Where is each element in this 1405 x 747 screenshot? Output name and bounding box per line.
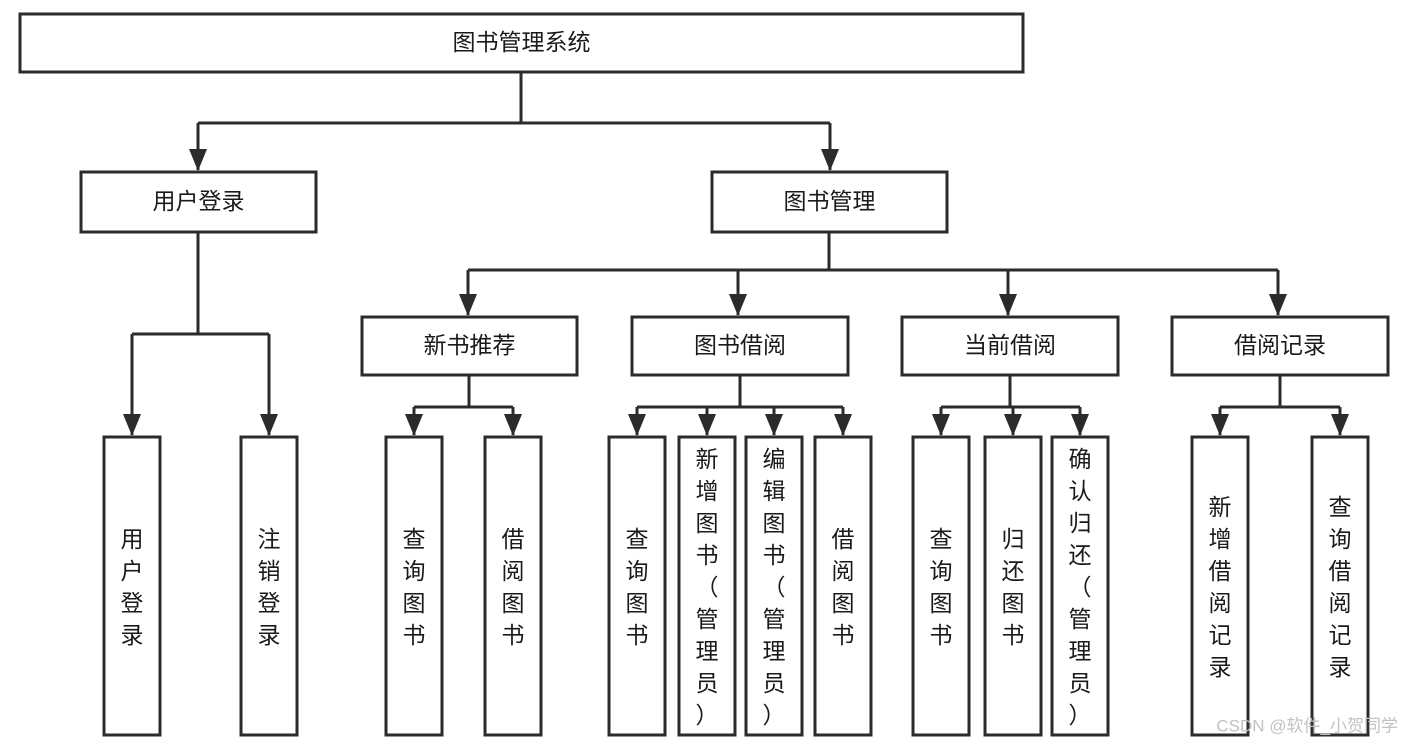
arrow-head-icon: [765, 414, 783, 436]
node-leaf-query-book-current-label: 查询图书: [930, 526, 953, 648]
node-book-borrow-label: 图书借阅: [694, 332, 786, 358]
arrow-head-icon: [1071, 414, 1089, 436]
node-leaf-logout-box: [239, 435, 299, 737]
node-leaf-query-book-borrow-box: [607, 435, 667, 737]
node-leaf-user-login[interactable]: 用户登录: [102, 435, 162, 737]
node-leaf-logout[interactable]: 注销登录: [239, 435, 299, 737]
node-leaf-borrow-book-label: 借阅图书: [832, 526, 855, 648]
node-leaf-borrow-book-recommend-box: [483, 435, 543, 737]
node-leaf-confirm-return-admin[interactable]: 确认归还（管理员）: [1050, 435, 1110, 737]
node-user-login-box: [79, 170, 318, 234]
node-layer: 图书管理系统用户登录图书管理新书推荐图书借阅当前借阅借阅记录用户登录注销登录查询…: [18, 12, 1390, 737]
arrow-head-icon: [123, 414, 141, 436]
arrow-head-icon: [698, 414, 716, 436]
node-current-borrow-box: [900, 315, 1120, 377]
node-leaf-query-borrow-record[interactable]: 查询借阅记录: [1310, 435, 1370, 737]
node-leaf-add-borrow-record-box: [1190, 435, 1250, 737]
node-leaf-borrow-book[interactable]: 借阅图书: [813, 435, 873, 737]
node-leaf-query-book-borrow[interactable]: 查询图书: [607, 435, 667, 737]
node-leaf-borrow-book-recommend-label: 借阅图书: [502, 526, 525, 648]
node-leaf-query-book-recommend-label: 查询图书: [403, 526, 426, 648]
node-leaf-borrow-book-recommend[interactable]: 借阅图书: [483, 435, 543, 737]
arrow-head-icon: [1331, 414, 1349, 436]
arrow-head-icon: [729, 294, 747, 316]
node-borrow-record-box: [1170, 315, 1390, 377]
node-new-book-recommend-label: 新书推荐: [424, 332, 516, 358]
node-leaf-borrow-book-box: [813, 435, 873, 737]
arrow-head-icon: [1269, 294, 1287, 316]
node-leaf-user-login-label: 用户登录: [121, 526, 144, 648]
node-user-login-label: 用户登录: [153, 188, 245, 214]
node-leaf-query-book-borrow-label: 查询图书: [626, 526, 649, 648]
node-leaf-add-book-admin-box: [677, 435, 737, 737]
node-leaf-return-book-label: 归还图书: [1002, 526, 1025, 648]
arrow-head-icon: [821, 149, 839, 171]
node-leaf-add-book-admin[interactable]: 新增图书（管理员）: [677, 435, 737, 737]
arrow-head-icon: [405, 414, 423, 436]
node-leaf-confirm-return-admin-box: [1050, 435, 1110, 737]
node-leaf-query-borrow-record-label: 查询借阅记录: [1329, 494, 1352, 680]
csdn-watermark: CSDN @软件_小贺同学: [1216, 716, 1398, 735]
arrow-head-icon: [628, 414, 646, 436]
node-leaf-return-book[interactable]: 归还图书: [983, 435, 1043, 737]
arrow-head-icon: [260, 414, 278, 436]
node-book-management[interactable]: 图书管理: [710, 170, 949, 234]
node-borrow-record[interactable]: 借阅记录: [1170, 315, 1390, 377]
node-user-login[interactable]: 用户登录: [79, 170, 318, 234]
node-leaf-logout-label: 注销登录: [258, 526, 281, 648]
node-leaf-query-book-current-box: [911, 435, 971, 737]
node-leaf-query-book-current[interactable]: 查询图书: [911, 435, 971, 737]
node-leaf-user-login-box: [102, 435, 162, 737]
node-new-book-recommend-box: [360, 315, 579, 377]
connector-layer: [123, 72, 1349, 436]
node-title[interactable]: 图书管理系统: [18, 12, 1025, 74]
node-leaf-add-borrow-record-label: 新增借阅记录: [1209, 494, 1232, 680]
node-book-management-box: [710, 170, 949, 234]
node-borrow-record-label: 借阅记录: [1234, 332, 1326, 358]
node-book-management-label: 图书管理: [784, 188, 876, 214]
node-leaf-edit-book-admin-box: [744, 435, 804, 737]
arrow-head-icon: [1004, 414, 1022, 436]
node-title-label: 图书管理系统: [453, 29, 591, 55]
node-book-borrow[interactable]: 图书借阅: [630, 315, 850, 377]
arrow-head-icon: [504, 414, 522, 436]
node-leaf-add-borrow-record[interactable]: 新增借阅记录: [1190, 435, 1250, 737]
node-leaf-query-borrow-record-box: [1310, 435, 1370, 737]
node-current-borrow[interactable]: 当前借阅: [900, 315, 1120, 377]
node-leaf-edit-book-admin-label: 编辑图书（管理员）: [763, 446, 786, 728]
node-current-borrow-label: 当前借阅: [964, 332, 1056, 358]
node-leaf-query-book-recommend-box: [384, 435, 444, 737]
node-title-box: [18, 12, 1025, 74]
node-book-borrow-box: [630, 315, 850, 377]
arrow-head-icon: [932, 414, 950, 436]
node-leaf-return-book-box: [983, 435, 1043, 737]
node-leaf-edit-book-admin[interactable]: 编辑图书（管理员）: [744, 435, 804, 737]
node-new-book-recommend[interactable]: 新书推荐: [360, 315, 579, 377]
node-leaf-confirm-return-admin-label: 确认归还（管理员）: [1069, 446, 1092, 728]
arrow-head-icon: [459, 294, 477, 316]
arrow-head-icon: [189, 149, 207, 171]
arrow-head-icon: [1211, 414, 1229, 436]
node-leaf-query-book-recommend[interactable]: 查询图书: [384, 435, 444, 737]
arrow-head-icon: [999, 294, 1017, 316]
arrow-head-icon: [834, 414, 852, 436]
node-leaf-add-book-admin-label: 新增图书（管理员）: [696, 446, 719, 728]
